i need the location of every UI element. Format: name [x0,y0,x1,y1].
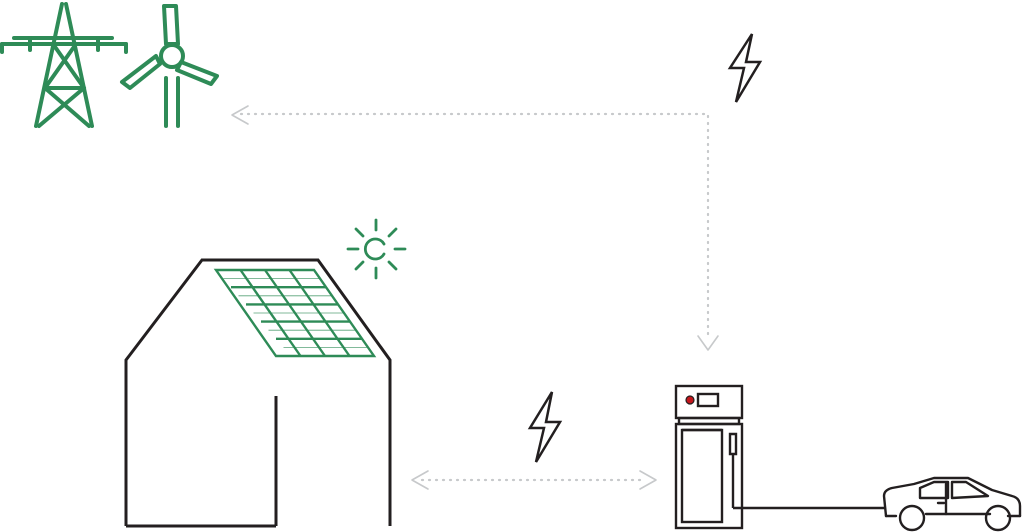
wind-turbine-icon [120,4,219,128]
status-indicator-light [685,395,695,405]
lightning-bolt-icon [527,391,563,463]
flow-storage-to-grid [231,105,719,351]
lightning-bolt-icon [727,33,763,103]
solar-panel-icon [213,268,377,358]
power-pylon-icon [0,2,128,128]
electric-car-icon [882,476,1022,532]
sun-icon [346,218,407,280]
house-icon [124,258,392,528]
energy-storage-cabinet-icon [674,384,886,530]
flow-house-storage [411,470,657,490]
